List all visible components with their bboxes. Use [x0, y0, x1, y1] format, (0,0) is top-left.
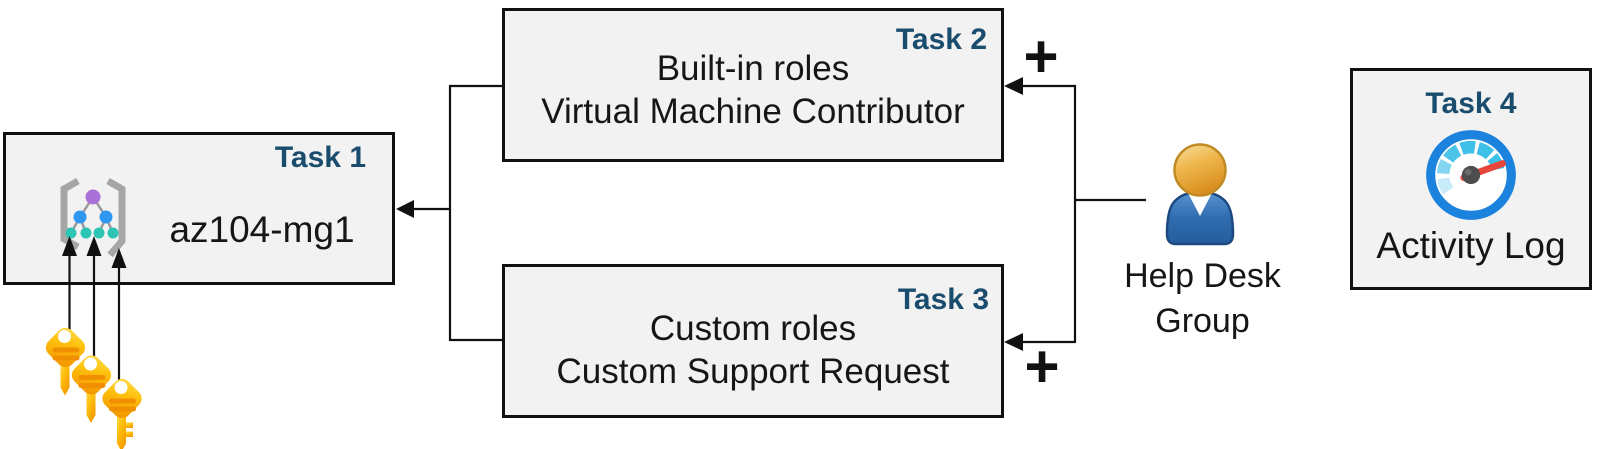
mid-node	[73, 210, 87, 224]
gauge-hub	[1461, 165, 1481, 185]
gauge-hub-highlight	[1464, 168, 1472, 176]
helpdesk-label-line2: Group	[1155, 302, 1250, 340]
person-head	[1173, 143, 1227, 197]
task4-content: Task 4 Activity Log	[1353, 71, 1589, 287]
leaf-node	[80, 227, 92, 239]
key-icon	[71, 355, 112, 423]
helpdesk-group-label: Help Desk Group	[1105, 254, 1300, 344]
leaf-node	[107, 227, 119, 239]
task3-box: Task 3 Custom roles Custom Support Reque…	[502, 264, 1004, 418]
leaf-node	[93, 227, 105, 239]
task1-badge: Task 1	[274, 141, 366, 174]
arrowhead-into-task1	[396, 200, 414, 218]
task1-title: az104-mg1	[169, 209, 355, 250]
person-body	[1165, 190, 1235, 246]
user-icon	[1165, 143, 1235, 246]
task2-badge: Task 2	[895, 23, 987, 56]
task3-text: Custom roles Custom Support Request	[505, 307, 1001, 393]
keys-icon	[45, 327, 142, 449]
management-group-icon	[60, 177, 126, 258]
plus-icon-top: +	[1023, 22, 1059, 90]
gauge-segments	[1436, 140, 1505, 195]
helpdesk-label-line1: Help Desk	[1124, 257, 1281, 295]
leaf-node	[65, 227, 77, 239]
key-icon	[102, 378, 142, 449]
task4-caption: Activity Log	[1376, 225, 1566, 266]
mid-node	[99, 210, 113, 224]
task3-line-1: Custom roles	[649, 309, 857, 348]
task1-box: Task 1 az104-mg1	[3, 132, 395, 285]
key-icon	[45, 327, 86, 396]
arrowhead-into-task3	[1004, 333, 1023, 351]
task4-badge: Task 4	[1425, 87, 1517, 120]
root-node	[85, 189, 101, 205]
task2-line-2: Virtual Machine Contributor	[541, 92, 965, 131]
task2-text: Built-in roles Virtual Machine Contribut…	[505, 47, 1001, 133]
task2-box: Task 2 Built-in roles Virtual Machine Co…	[502, 8, 1004, 162]
task3-line-2: Custom Support Request	[556, 352, 950, 391]
activity-log-gauge-icon	[1426, 130, 1516, 220]
person-collar	[1188, 193, 1212, 216]
plus-icon-bottom: +	[1024, 332, 1060, 400]
arrowhead-into-task2	[1004, 77, 1023, 95]
task2-line-1: Built-in roles	[656, 49, 850, 88]
task4-box: Task 4 Activity Log	[1350, 68, 1592, 290]
task3-badge: Task 3	[897, 283, 989, 316]
